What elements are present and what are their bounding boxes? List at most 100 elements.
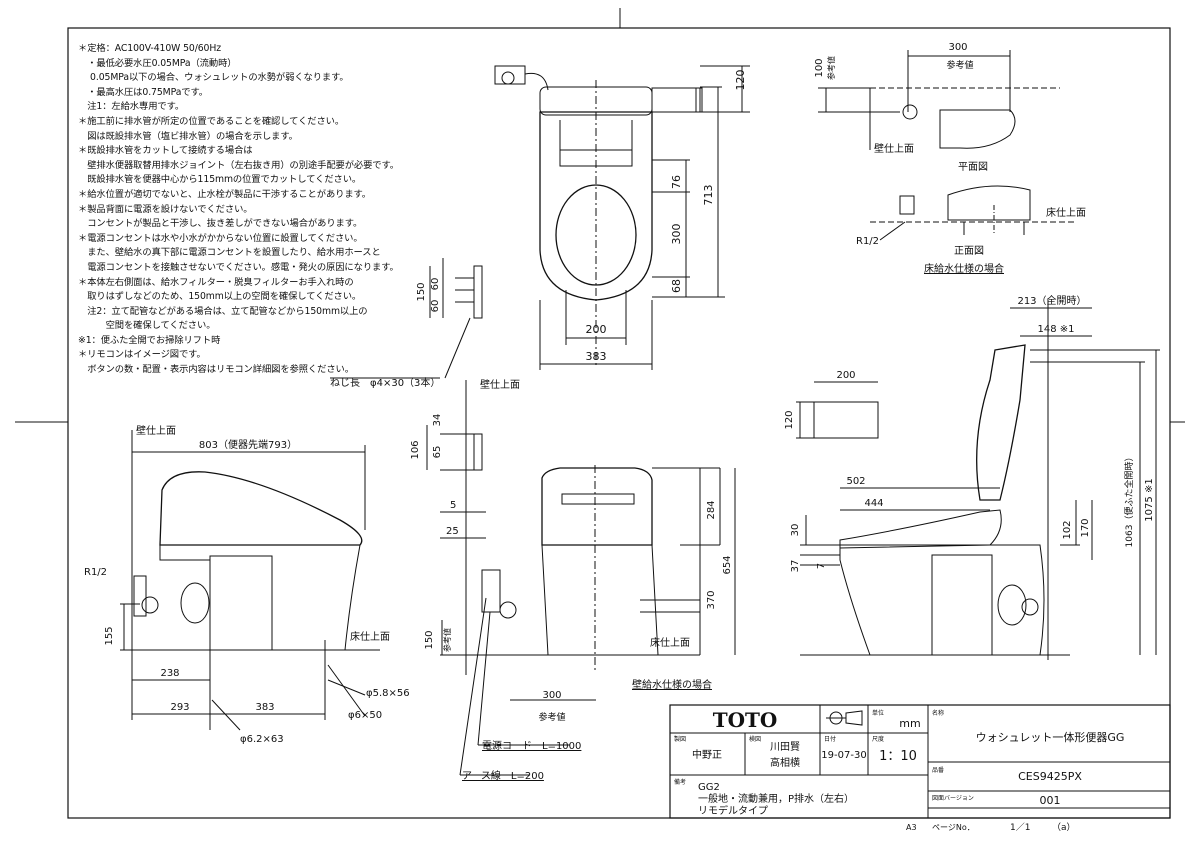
cord-label: 電源コード L=1000 <box>482 739 581 752</box>
designer-name: 中野正 <box>692 748 722 761</box>
note-line: 図は既設排水管（塩ビ排水管）の場合を示します。 <box>78 130 298 142</box>
wall-bracket <box>330 258 483 379</box>
dim-top-383: 383 <box>586 350 607 363</box>
dim-d58: φ5.8×56 <box>366 688 410 699</box>
note-line: コンセントが製品と干渉し、抜き差しができない場合があります。 <box>78 218 363 230</box>
dim-top-713: 713 <box>702 185 715 206</box>
unit-label: 単位 <box>872 709 884 717</box>
sheet-size: A3 <box>906 823 917 832</box>
note-line: ＊施工前に排水管が所定の位置であることを確認してください。 <box>78 115 345 127</box>
note-line: 壁排水便器取替用排水ジョイント（左右抜き用）の別途手配要が必要です。 <box>78 159 399 171</box>
note-line: ボタンの数・配置・表示内容はリモコン詳細図を参照ください。 <box>78 364 354 376</box>
wall-surface-label-3: 壁仕上面 <box>136 424 176 437</box>
side-bowl-body <box>159 544 361 651</box>
dim-side-155: 155 <box>104 626 115 645</box>
dim-r-170: 170 <box>1080 518 1091 537</box>
remarks-line-3: リモデルタイプ <box>698 804 768 817</box>
open-drain-flange <box>997 584 1027 626</box>
bracket-body <box>473 265 483 319</box>
sheet-border <box>67 27 1171 819</box>
side-tank-lid <box>159 471 363 546</box>
dim-plan-100: 100 <box>814 58 825 77</box>
dim-top-120: 120 <box>734 70 747 91</box>
dim-side-803: 803（便器先端793） <box>199 438 297 451</box>
side-view <box>120 430 380 731</box>
open-seat <box>839 509 1002 549</box>
remarks-line-1: GG2 <box>698 782 720 793</box>
remarks-line-2: 一般地・流動兼用，P排水（左右） <box>698 792 854 805</box>
design-label: 製図 <box>674 735 686 743</box>
wall-surface-label-2: 壁仕上面 <box>874 142 914 155</box>
front-view-title: 正面図 <box>954 245 984 257</box>
check-label: 検図 <box>749 735 761 743</box>
dim-plan-300: 300 <box>948 42 967 53</box>
plan-bowl-shape <box>939 109 1016 149</box>
front-supply-box <box>481 569 501 613</box>
note-line: 空間を確保してください。 <box>78 320 216 332</box>
side-drain-flange <box>180 582 210 624</box>
front-ref-label-2: 参考値 <box>538 711 565 723</box>
floor-supply-front <box>870 185 1075 241</box>
top-view-dims: 120 76 300 68 713 200 383 <box>586 70 748 364</box>
front-valve <box>499 601 517 619</box>
front-bowl-shape <box>947 185 1031 221</box>
plan-view <box>818 50 1060 150</box>
dim-front-25: 25 <box>446 526 459 537</box>
model-value: CES9425PX <box>1018 770 1082 783</box>
dim-full-open-213: 213（全開時） <box>1017 294 1086 307</box>
dim-front-150: 150 <box>424 630 435 649</box>
earth-label: アース線 L=200 <box>462 769 544 782</box>
note-line: 0.05MPa以下の場合、ウォシュレットの水勢が弱くなります。 <box>78 72 349 84</box>
dim-open-148: 148 ※1 <box>1037 324 1074 335</box>
dim-lid-open-1063: 1063（便ふた全開時） <box>1123 453 1135 548</box>
dim-r-102: 102 <box>1062 520 1073 539</box>
front-panel <box>561 493 635 505</box>
note-line: ＊リモコンはイメージ図です。 <box>78 349 206 361</box>
dim-wall-60b: 60 <box>430 300 441 313</box>
dim-front-370: 370 <box>706 590 717 609</box>
dim-front-65: 65 <box>432 446 443 459</box>
dim-r-7: 7 <box>816 563 827 569</box>
page-tag: （a） <box>1052 822 1076 833</box>
note-line: ＊電源コンセントは水や小水がかからない位置に設置してください。 <box>78 232 363 244</box>
toto-logo: TOTO <box>713 708 778 732</box>
floor-surface-label-3: 床仕上面 <box>650 636 690 649</box>
dim-side-238: 238 <box>160 668 179 679</box>
dim-front-284: 284 <box>706 500 717 519</box>
floor-surface-label-1: 床仕上面 <box>1046 206 1086 219</box>
dim-wall-150: 150 <box>416 282 427 301</box>
front-bracket <box>473 433 483 471</box>
dim-d650: φ6×50 <box>348 710 382 721</box>
revision-value: 001 <box>1040 794 1061 807</box>
scale-value: 1：10 <box>879 749 917 764</box>
dim-front-300: 300 <box>542 690 561 701</box>
note-line: ※1：便ふた全開でお掃除リフト時 <box>78 334 221 346</box>
note-line: ＊給水位置が適切でないと、止水栓が製品に干渉することがあります。 <box>78 188 371 200</box>
checker-2: 高相横 <box>770 756 800 769</box>
side-supply-pipe <box>133 575 147 617</box>
dim-remote-120: 120 <box>784 410 795 429</box>
plan-view-title: 平面図 <box>958 161 988 173</box>
plan-valve <box>902 104 918 120</box>
date-value: 19-07-30 <box>821 750 866 761</box>
dim-top-300: 300 <box>670 224 683 245</box>
page-value: 1／1 <box>1010 822 1030 833</box>
floor-surface-label-2: 床仕上面 <box>350 630 390 643</box>
page-label: ページNo． <box>932 823 975 832</box>
title-block-grid <box>669 704 1171 819</box>
dim-d62: φ6.2×63 <box>240 734 284 745</box>
dim-top-200: 200 <box>586 323 607 336</box>
wall-pipe-top-end <box>695 87 703 113</box>
dim-front-34: 34 <box>432 414 443 427</box>
dim-1075: 1075 ※1 <box>1144 478 1155 521</box>
side-body-panel <box>209 555 273 651</box>
dim-r-444: 444 <box>864 498 883 509</box>
wall-pipe-top <box>651 87 701 113</box>
front-valve <box>899 195 915 215</box>
front-view <box>426 380 736 776</box>
dim-top-68: 68 <box>670 279 683 293</box>
front-tank-lid <box>541 467 653 546</box>
dim-side-293: 293 <box>170 702 189 713</box>
checker-1: 川田賢 <box>770 741 800 753</box>
